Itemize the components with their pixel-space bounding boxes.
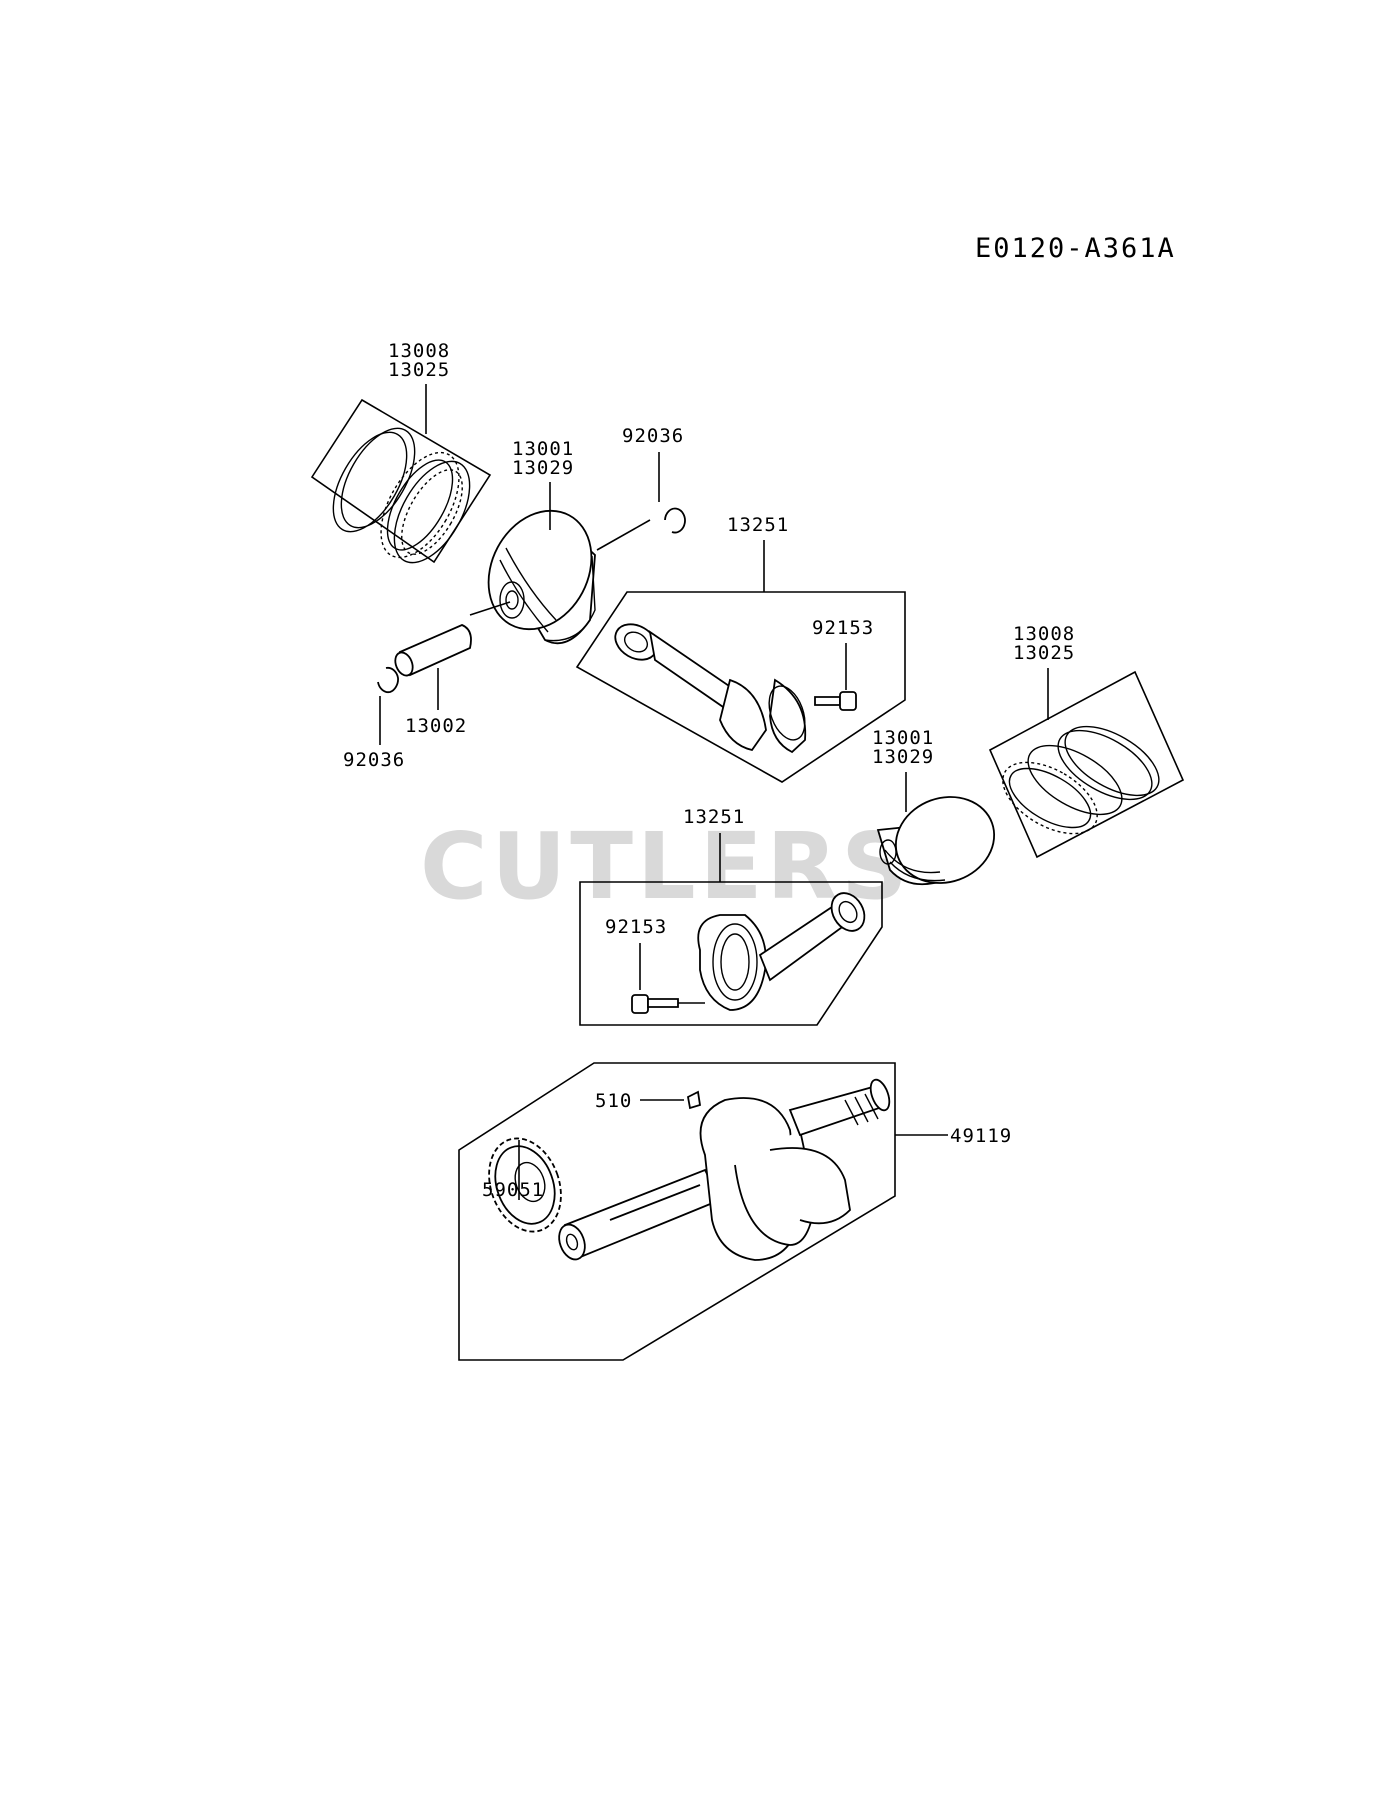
ring-set-right-group[interactable] [988,668,1185,859]
rod-bolt-bottom[interactable] [631,994,679,1014]
label-clip-bottom: 92036 [343,749,405,771]
label-clip-top: 92036 [622,425,684,447]
woodruff-key[interactable] [686,1090,702,1110]
piston-top[interactable] [469,493,612,648]
label-rings-top-b: 13025 [388,359,450,381]
label-piston-right-a: 13001 [872,727,934,749]
connecting-rod-top-group[interactable] [575,540,906,783]
label-key: 510 [595,1090,632,1112]
label-bolt-bottom: 92153 [605,916,667,938]
label-rod-top: 13251 [727,514,789,536]
piston-ring-set-top [332,427,471,564]
label-rod-bottom: 13251 [683,806,745,828]
label-rings-top-a: 13008 [388,340,450,362]
circlip-bottom[interactable] [377,666,399,693]
label-rings-right-a: 13008 [1013,623,1075,645]
circlip-top[interactable] [664,507,686,534]
rod-bolt-top[interactable] [814,691,857,711]
connecting-rod-top [614,623,807,754]
connecting-rod-bottom [697,892,866,1011]
crank-gear[interactable] [477,1128,574,1241]
crankshaft [558,1078,891,1261]
label-piston-top-b: 13029 [512,457,574,479]
ring-set-top-group[interactable] [310,384,492,575]
label-piston-top-a: 13001 [512,438,574,460]
label-piston-right-b: 13029 [872,746,934,768]
label-bolt-top: 92153 [812,617,874,639]
connecting-rod-bottom-group[interactable] [579,833,883,1026]
piston-right[interactable] [876,783,1006,896]
label-gear: 59051 [482,1179,544,1201]
crankshaft-group[interactable] [458,1062,948,1361]
piston-pin[interactable] [392,624,472,678]
label-pin: 13002 [405,715,467,737]
label-rings-right-b: 13025 [1013,642,1075,664]
diagram-code: E0120-A361A [975,233,1176,264]
piston-ring-set-right [1002,725,1160,835]
label-crankshaft: 49119 [950,1125,1012,1147]
watermark-text: CUTLERS [420,813,912,920]
